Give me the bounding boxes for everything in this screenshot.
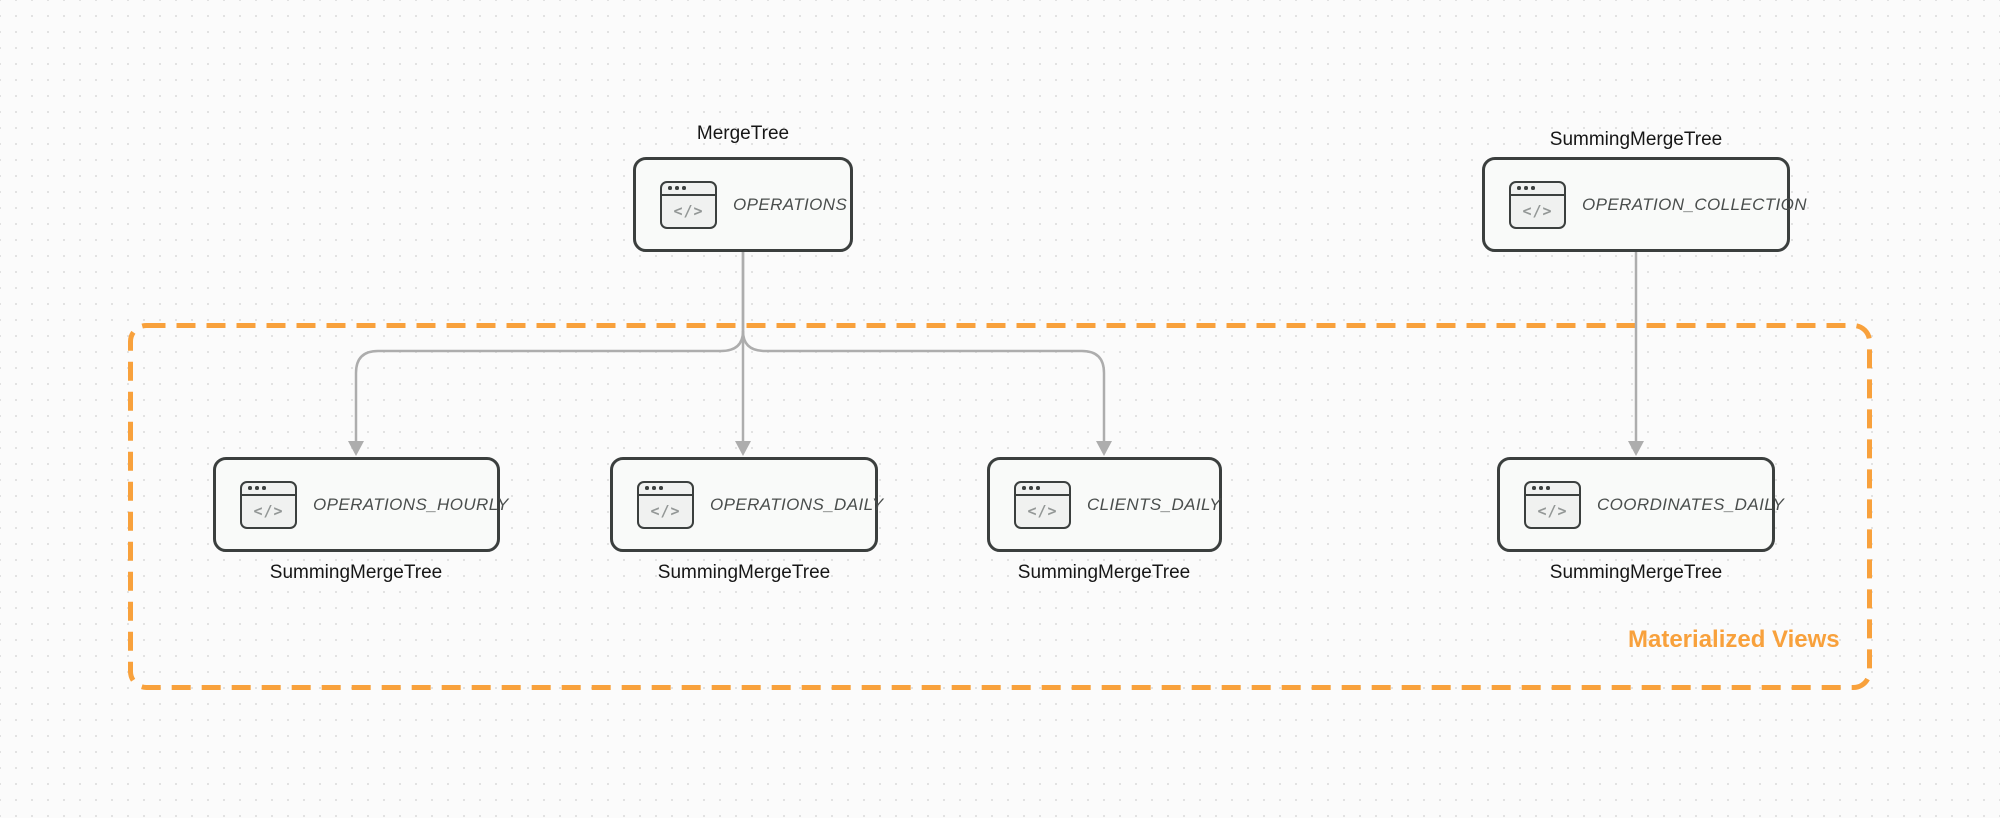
window-dot-icon (255, 486, 259, 490)
node-title: CLIENTS_DAILY (1087, 494, 1222, 514)
engine-label-operations-daily: SummingMergeTree (657, 562, 831, 583)
window-dot-icon (645, 486, 649, 490)
window-dot-icon (675, 186, 679, 190)
window-titlebar (1511, 183, 1564, 196)
code-window-icon: </> (660, 180, 717, 229)
code-glyph: </> (650, 501, 681, 520)
code-window-icon: </> (1509, 180, 1566, 229)
engine-label-coordinates-daily: SummingMergeTree (1549, 562, 1723, 583)
window-dot-icon (1036, 486, 1040, 490)
window-dot-icon (1022, 486, 1026, 490)
node-operations-daily[interactable]: </> OPERATIONS_DAILY (610, 457, 883, 552)
window-titlebar (242, 483, 295, 496)
code-window-icon: </> (1524, 480, 1581, 529)
node-title: OPERATION_COLLECTION (1582, 194, 1807, 214)
node-clients-daily[interactable]: </> CLIENTS_DAILY (987, 457, 1222, 552)
window-dot-icon (668, 186, 672, 190)
code-glyph: </> (1537, 501, 1568, 520)
node-operations[interactable]: </> OPERATIONS (633, 157, 853, 252)
materialized-views-group-label: Materialized Views (1628, 626, 1840, 653)
arrowhead-icon (348, 441, 364, 456)
window-dot-icon (1029, 486, 1033, 490)
edge-operations-to-clients-daily (741, 330, 1106, 442)
window-titlebar (662, 183, 715, 196)
code-glyph: </> (253, 501, 284, 520)
window-dot-icon (1531, 186, 1535, 190)
node-title: OPERATIONS (733, 194, 848, 214)
window-dot-icon (1532, 486, 1536, 490)
window-dot-icon (659, 486, 663, 490)
materialized-views-group-box (128, 323, 1872, 690)
window-dot-icon (1546, 486, 1550, 490)
window-titlebar (1016, 483, 1069, 496)
arrowhead-icon (735, 441, 751, 456)
node-title: OPERATIONS_HOURLY (313, 494, 509, 514)
code-window-icon: </> (1014, 480, 1071, 529)
window-dot-icon (262, 486, 266, 490)
window-dot-icon (682, 186, 686, 190)
edge-operations-to-operations-hourly (354, 252, 745, 442)
window-dot-icon (1517, 186, 1521, 190)
window-dot-icon (1539, 486, 1543, 490)
code-glyph: </> (673, 201, 704, 220)
node-operations-hourly[interactable]: </> OPERATIONS_HOURLY (213, 457, 508, 552)
node-operation-collection[interactable]: </> OPERATION_COLLECTION (1482, 157, 1807, 252)
engine-label-operation-collection: SummingMergeTree (1549, 129, 1723, 150)
engine-label-operations-hourly: SummingMergeTree (269, 562, 443, 583)
code-glyph: </> (1522, 201, 1553, 220)
node-title: OPERATIONS_DAILY (710, 494, 884, 514)
window-titlebar (1526, 483, 1579, 496)
engine-label-operations: MergeTree (696, 123, 790, 144)
code-window-icon: </> (637, 480, 694, 529)
window-dot-icon (1524, 186, 1528, 190)
arrowhead-icon (1096, 441, 1112, 456)
window-dot-icon (652, 486, 656, 490)
code-glyph: </> (1027, 501, 1058, 520)
code-window-icon: </> (240, 480, 297, 529)
node-title: COORDINATES_DAILY (1597, 494, 1785, 514)
engine-label-clients-daily: SummingMergeTree (1017, 562, 1191, 583)
arrowhead-icon (1628, 441, 1644, 456)
window-dot-icon (248, 486, 252, 490)
node-coordinates-daily[interactable]: </> COORDINATES_DAILY (1497, 457, 1784, 552)
window-titlebar (639, 483, 692, 496)
